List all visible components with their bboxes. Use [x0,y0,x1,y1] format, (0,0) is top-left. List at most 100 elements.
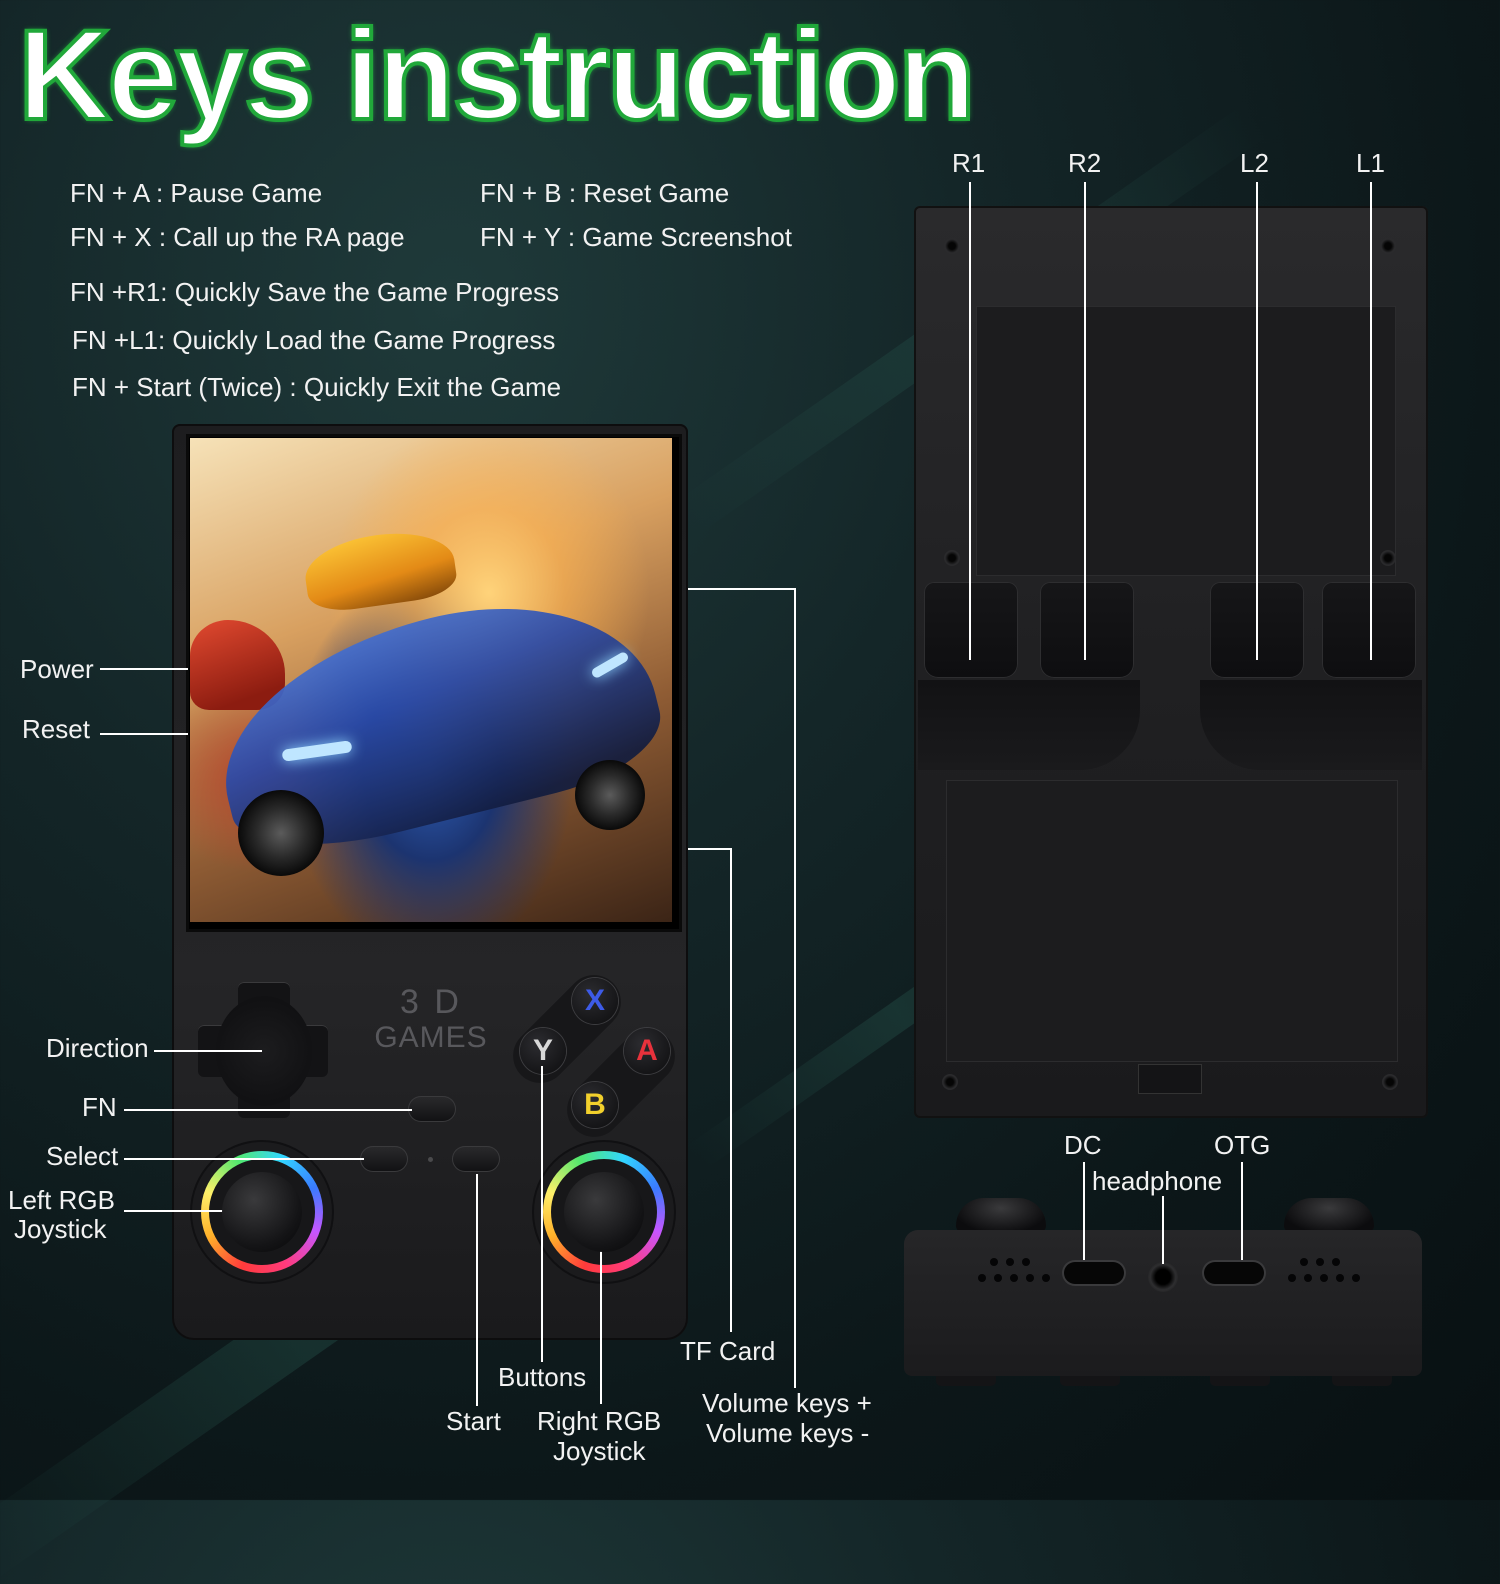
l1-button[interactable] [1322,582,1416,678]
screw [944,550,960,566]
combo-fn-start: FN + Start (Twice) : Quickly Exit the Ga… [72,372,562,402]
left-grip [918,680,1140,770]
dc-port [1064,1262,1124,1284]
bottom-foot [1210,1376,1270,1386]
volume-up-label: Volume keys + [702,1388,872,1418]
direction-leader-line [154,1050,262,1052]
r1-button[interactable] [924,582,1018,678]
back-upper-panel [976,306,1396,576]
otg-port [1204,1262,1264,1284]
direction-label: Direction [46,1033,149,1063]
speaker-hole [1022,1258,1030,1266]
right-grip [1200,680,1422,770]
power-leader-line [100,668,188,670]
fn-label: FN [82,1092,117,1122]
speaker-hole [1316,1258,1324,1266]
start-button[interactable] [452,1146,500,1172]
dc-label: DC [1064,1130,1102,1160]
speaker-hole [1352,1274,1360,1282]
r1-leader-line [969,182,971,660]
l1-leader-line [1370,182,1372,660]
back-latch [1138,1064,1202,1094]
speaker-hole [1006,1258,1014,1266]
speaker-hole [1042,1274,1050,1282]
left-stick-leader-line [124,1210,234,1212]
volume-leader-v [794,588,796,1388]
right-stick-leader-line [600,1246,602,1404]
r2-label: R2 [1068,148,1102,178]
screw [942,1074,958,1090]
left-stick-label-line2: Joystick [14,1214,107,1244]
right-stick-label-line2: Joystick [553,1436,646,1466]
combo-fn-b: FN + B : Reset Game [480,178,730,208]
speaker-hole [978,1274,986,1282]
l2-leader-line [1256,182,1258,660]
r1-label: R1 [952,148,986,178]
car-wheel-image [575,760,645,830]
combo-fn-l1: FN +L1: Quickly Load the Game Progress [72,325,556,355]
x-button[interactable]: X [572,978,618,1024]
speaker-hole [990,1258,998,1266]
volume-leader-h [688,588,796,590]
a-button[interactable]: A [624,1028,670,1074]
bottom-foot [1060,1376,1120,1386]
tf-card-label: TF Card [680,1336,776,1366]
otg-label: OTG [1214,1130,1271,1160]
indicator-dot [428,1157,433,1162]
volume-down-label: Volume keys - [706,1418,870,1448]
headphone-label: headphone [1092,1166,1223,1196]
combo-fn-a: FN + A : Pause Game [70,178,323,208]
buttons-label: Buttons [498,1362,587,1392]
start-leader-line [476,1174,478,1406]
left-joystick[interactable] [222,1172,302,1252]
back-battery-cover [946,780,1398,1062]
r2-leader-line [1084,182,1086,660]
bottom-foot [1332,1376,1392,1386]
screw [944,238,960,254]
right-joystick[interactable] [564,1172,644,1252]
speaker-hole [1026,1274,1034,1282]
tf-card-leader-h [688,848,732,850]
otg-leader-line [1241,1162,1243,1260]
y-button[interactable]: Y [520,1028,566,1074]
combo-fn-x: FN + X : Call up the RA page [70,222,405,252]
combo-fn-r1: FN +R1: Quickly Save the Game Progress [70,277,560,307]
brand-line-1: 3 D [400,983,462,1021]
select-label: Select [46,1141,119,1171]
page-title: Keys instruction [16,4,978,148]
buttons-leader-line [541,1066,543,1362]
speaker-hole [1300,1258,1308,1266]
speaker-hole [1320,1274,1328,1282]
headphone-jack [1148,1262,1178,1292]
screw [1382,1074,1398,1090]
speaker-hole [1336,1274,1344,1282]
select-leader-line [124,1158,364,1160]
start-label: Start [446,1406,501,1436]
speaker-hole [1332,1258,1340,1266]
speaker-hole [1304,1274,1312,1282]
screw [1380,550,1396,566]
brand-line-2: GAMES [374,1021,488,1054]
screw [1380,238,1396,254]
right-stick-label-line1: Right RGB [537,1406,662,1436]
left-stick-label-line1: Left RGB [8,1185,115,1215]
power-label: Power [20,654,94,684]
fn-button[interactable] [408,1096,456,1122]
bottom-left-stick [956,1198,1046,1232]
combo-fn-y: FN + Y : Game Screenshot [480,222,792,252]
dc-leader-line [1083,1162,1085,1260]
tf-card-leader-v [730,848,732,1332]
r2-button[interactable] [1040,582,1134,678]
bottom-right-stick [1284,1198,1374,1232]
b-button[interactable]: B [572,1082,618,1128]
reset-label: Reset [22,714,90,744]
bottom-foot [936,1376,996,1386]
speaker-hole [994,1274,1002,1282]
speaker-hole [1288,1274,1296,1282]
speaker-hole [1010,1274,1018,1282]
fn-leader-line [124,1109,412,1111]
select-button[interactable] [360,1146,408,1172]
l2-label: L2 [1240,148,1269,178]
brand-logo: 3 D GAMES [372,984,490,1056]
reset-leader-line [100,733,188,735]
